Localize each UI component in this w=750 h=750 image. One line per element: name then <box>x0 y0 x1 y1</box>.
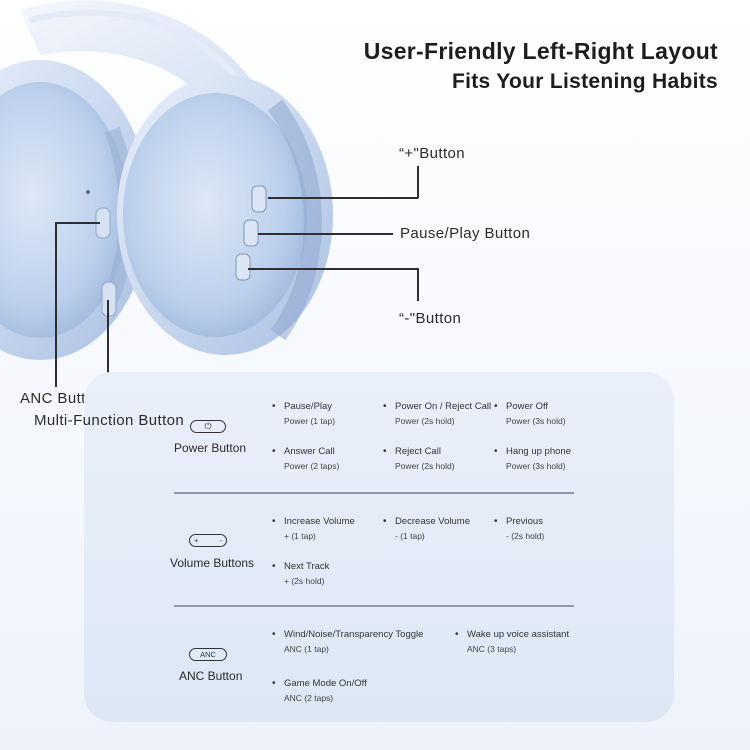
anc-icon-text: ANC <box>200 650 216 659</box>
minus-button-callout: “-"Button <box>399 310 462 327</box>
anc-button-callout: ANC Button <box>20 390 104 407</box>
volume-item-next-track: •Next Track+ (2s hold) <box>272 561 330 586</box>
pause-play-button-shape <box>243 219 259 247</box>
anc-icon: ANC <box>189 648 227 661</box>
minus-callout-line-h <box>248 268 418 270</box>
multi-callout-line <box>107 300 109 408</box>
anc-button-label: ANC Button <box>179 669 243 683</box>
anc-callout-line-h <box>55 222 100 224</box>
headline-line2: Fits Your Listening Habits <box>451 70 718 93</box>
minus-button-shape <box>235 253 251 281</box>
volume-item-increase: •Increase Volume+ (1 tap) <box>272 516 355 541</box>
divider-2 <box>174 605 574 607</box>
volume-plus-symbol: + <box>194 536 199 545</box>
volume-minus-symbol: - <box>219 536 223 545</box>
power-symbol: ⏻ <box>204 421 212 431</box>
power-button-label: Power Button <box>174 441 247 455</box>
plus-callout-line-h <box>268 197 418 199</box>
divider-1 <box>174 492 574 494</box>
multi-function-button-callout: Multi-Function Button <box>34 412 185 429</box>
pause-callout-line <box>258 233 393 235</box>
plus-callout-line-v <box>417 166 419 198</box>
volume-item-previous: •Previous- (2s hold) <box>494 516 545 541</box>
pause-play-button-callout: Pause/Play Button <box>400 225 531 242</box>
headline-line1: User-Friendly Left-Right Layout <box>363 38 718 64</box>
plus-button-callout: “+"Button <box>399 145 466 162</box>
headphone-illustration <box>0 0 333 360</box>
controls-card <box>84 372 674 722</box>
plus-button-shape <box>251 185 267 213</box>
volume-buttons-label: Volume Buttons <box>170 556 255 570</box>
volume-item-decrease: •Decrease Volume- (1 tap) <box>383 516 470 541</box>
power-icon: ⏻ <box>190 420 226 433</box>
volume-icon: + - <box>189 534 227 547</box>
minus-callout-line-v <box>417 268 419 301</box>
multi-function-button-shape <box>101 281 117 317</box>
anc-callout-line-v <box>55 222 57 387</box>
